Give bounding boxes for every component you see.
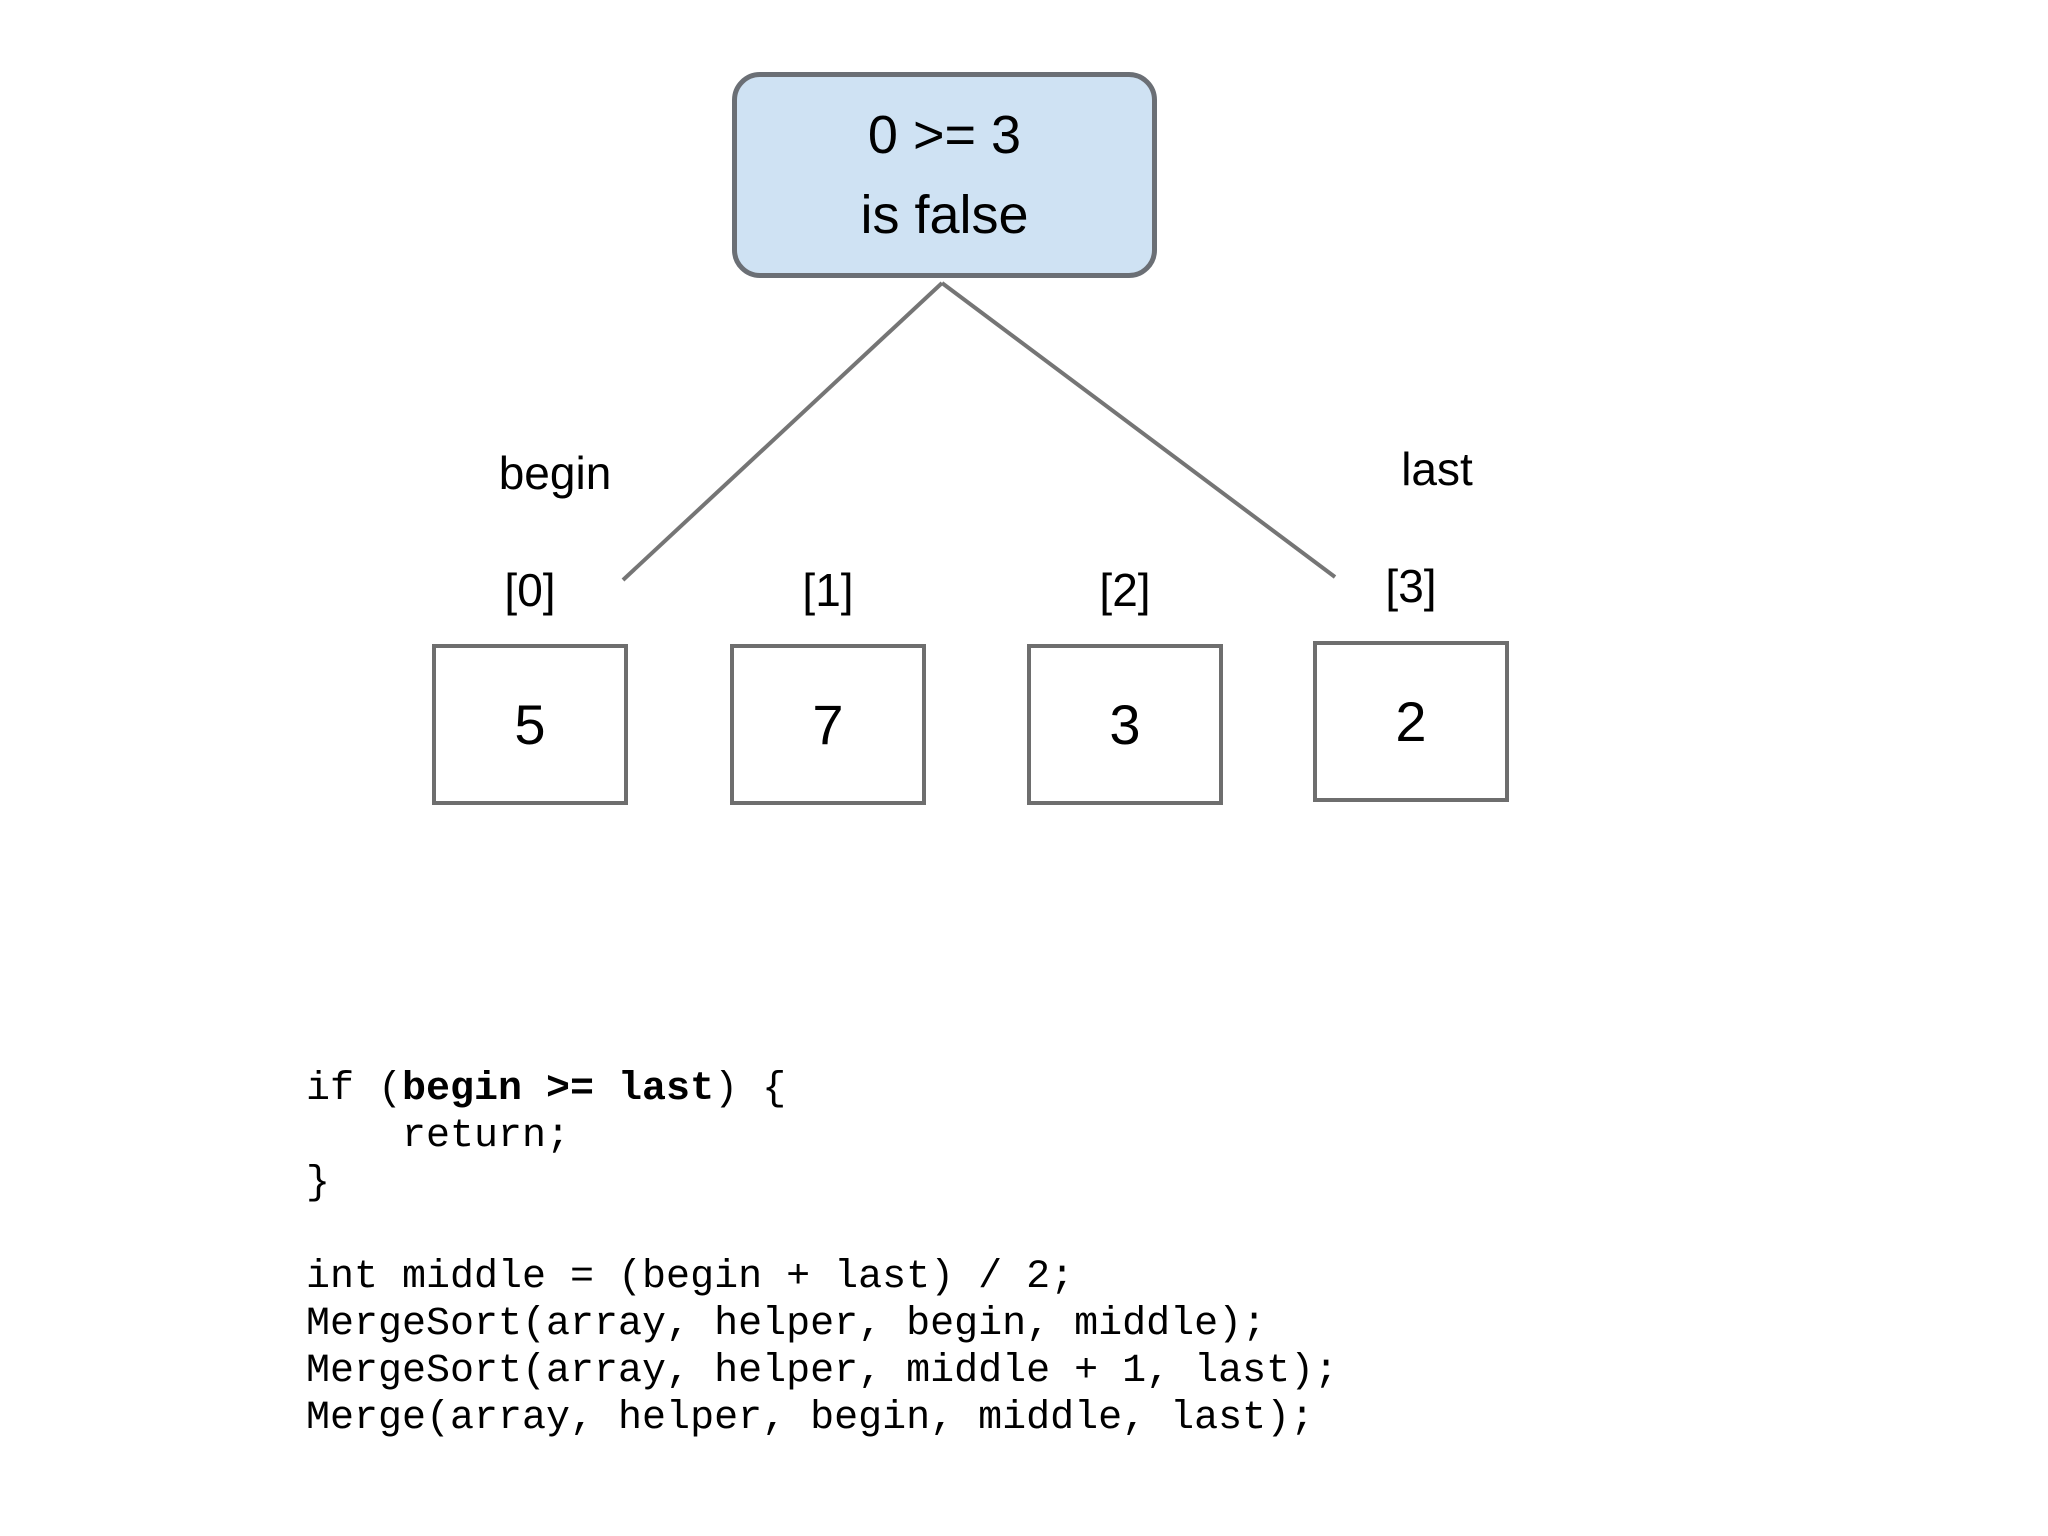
code-text: MergeSort(array, helper, middle + 1, las… <box>306 1349 1339 1394</box>
code-text: int middle = (begin + last) / 2; <box>306 1255 1075 1300</box>
array-index-label-1: [1] <box>802 564 854 616</box>
code-text: if ( <box>306 1067 403 1112</box>
array-cell-value-1: 7 <box>812 693 844 756</box>
condition-node: 0 >= 3 is false <box>732 72 1157 278</box>
code-line-close-brace: } <box>306 1160 1338 1207</box>
code-text: MergeSort(array, helper, begin, middle); <box>306 1302 1267 1347</box>
array-cell-value-0: 5 <box>514 693 546 756</box>
array-cell-1: 7 <box>730 644 926 805</box>
array-cell-value-2: 3 <box>1109 693 1141 756</box>
condition-expression: 0 >= 3 <box>867 105 1022 165</box>
array-cell-0: 5 <box>432 644 628 805</box>
code-line-return: return; <box>306 1113 1338 1160</box>
code-block: if (begin >= last) { return;} int middle … <box>306 1066 1338 1442</box>
code-line-mergesort-2: MergeSort(array, helper, middle + 1, las… <box>306 1348 1338 1395</box>
code-line-middle: int middle = (begin + last) / 2; <box>306 1254 1338 1301</box>
code-text: return; <box>306 1114 571 1159</box>
array-index-label-0: [0] <box>504 564 556 616</box>
code-text-bold: begin >= last <box>402 1067 715 1112</box>
array-cell-value-3: 2 <box>1395 690 1427 753</box>
code-text: } <box>306 1161 331 1206</box>
condition-result: is false <box>860 185 1029 245</box>
code-line-blank <box>306 1207 1338 1254</box>
array-index-label-2: [2] <box>1099 564 1151 616</box>
code-line-if: if (begin >= last) { <box>306 1066 1338 1113</box>
code-text: Merge(array, helper, begin, middle, last… <box>306 1396 1315 1441</box>
array-index-label-3: [3] <box>1385 560 1437 612</box>
connector-line-right <box>940 281 1337 579</box>
array-cell-3: 2 <box>1313 641 1509 802</box>
code-line-merge: Merge(array, helper, begin, middle, last… <box>306 1395 1338 1442</box>
begin-pointer-label: begin <box>498 447 612 499</box>
code-line-mergesort-1: MergeSort(array, helper, begin, middle); <box>306 1301 1338 1348</box>
code-text: ) { <box>714 1067 787 1112</box>
array-cell-2: 3 <box>1027 644 1223 805</box>
connector-line-left <box>621 281 944 582</box>
last-pointer-label: last <box>1401 443 1473 495</box>
